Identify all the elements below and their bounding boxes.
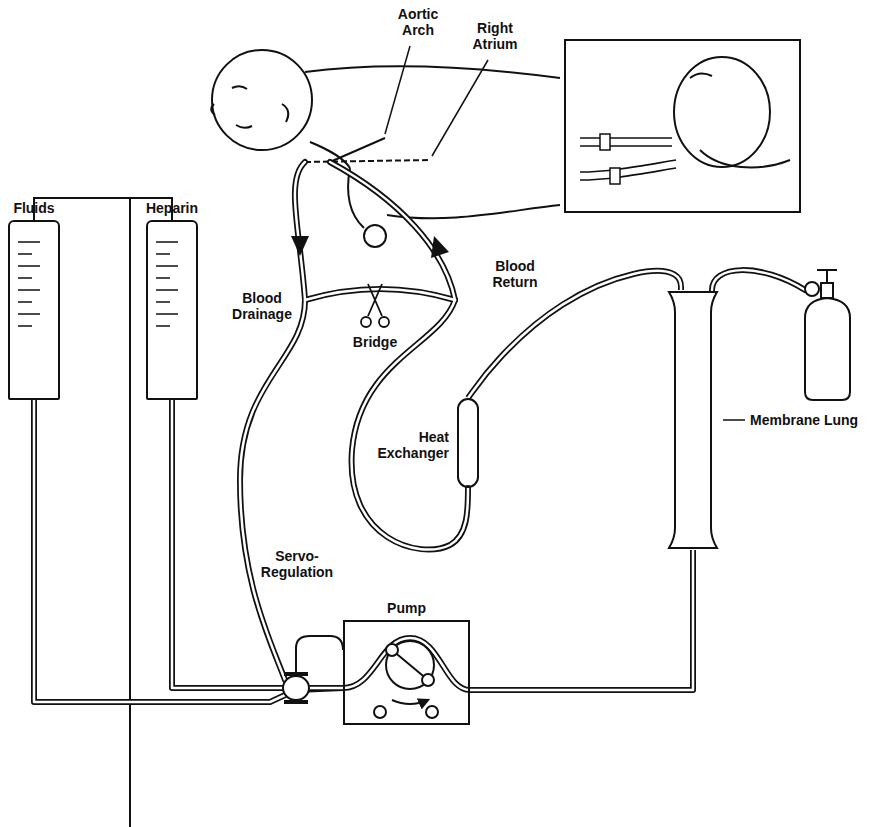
fluid-bag: Fluids xyxy=(8,220,60,400)
tubing-connector xyxy=(34,400,343,702)
bag-graduations xyxy=(18,242,178,326)
blood-tubing xyxy=(240,162,805,690)
lung-outline-path xyxy=(669,292,717,548)
tubing-connector xyxy=(172,400,343,688)
part-label: Bridge xyxy=(353,334,397,350)
servo-bladder xyxy=(283,636,343,702)
tube-inner xyxy=(34,400,343,702)
bridge-clamp xyxy=(361,284,389,327)
oxygen-tank xyxy=(805,270,850,400)
node-label: Pump xyxy=(387,600,426,616)
pump-box: Pump xyxy=(343,620,470,725)
anatomy-label: Aortic Arch xyxy=(398,6,438,38)
membrane-lung: Membrane Lung xyxy=(665,290,721,550)
infant-patient xyxy=(211,50,560,247)
tubing-connector xyxy=(470,550,693,690)
roller-pump-head xyxy=(374,641,438,718)
tube-outer xyxy=(34,400,343,702)
cannula xyxy=(305,138,430,162)
node-label: Heparin xyxy=(146,200,198,216)
node-label: Membrane Lung xyxy=(750,412,858,428)
tube-inner xyxy=(172,400,343,688)
flow-arrow xyxy=(291,236,449,258)
tube-inner xyxy=(470,550,693,690)
part-label: Servo- Regulation xyxy=(261,548,333,580)
inset-view xyxy=(565,40,800,212)
flow-label: Blood Drainage xyxy=(232,290,292,322)
anatomy-label: Right Atrium xyxy=(472,20,517,52)
node-label: Heat Exchanger xyxy=(377,429,449,461)
flow-label: Blood Return xyxy=(492,258,537,290)
iv-pole xyxy=(34,198,172,827)
heat-exchanger: Heat Exchanger xyxy=(457,398,479,488)
heparin-bag: Heparin xyxy=(146,220,198,400)
tube-outer xyxy=(172,400,343,688)
node-label: Fluids xyxy=(13,200,54,216)
tube-outer xyxy=(470,550,693,690)
lung-outline xyxy=(665,290,721,550)
